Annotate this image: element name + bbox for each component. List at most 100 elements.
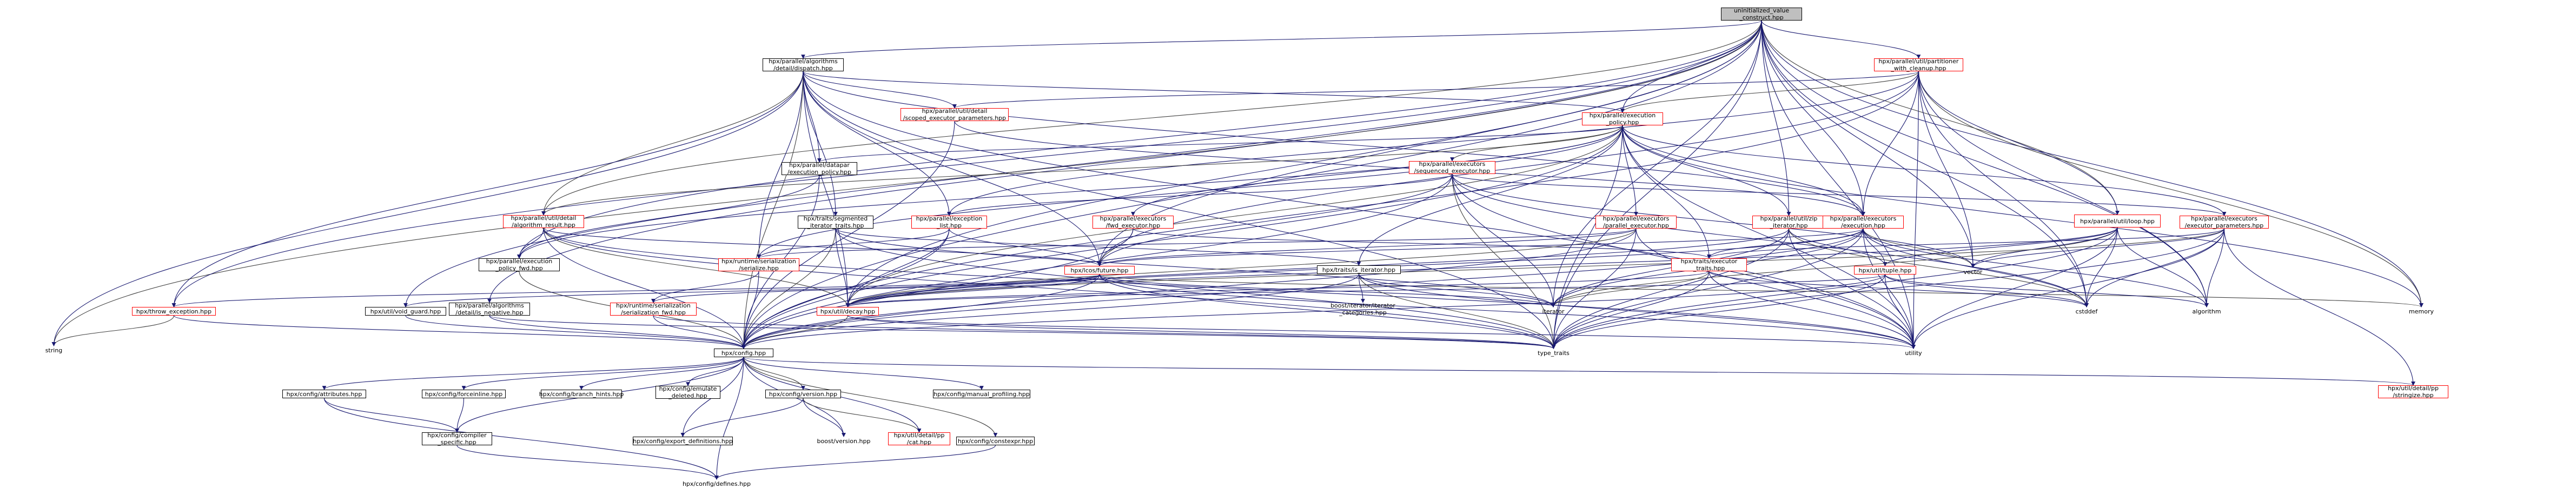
- node-exc-list[interactable]: hpx/parallel/exception _list.hpp: [911, 215, 987, 229]
- node-cfg-attributes[interactable]: hpx/config/attributes.hpp: [282, 390, 366, 398]
- node-zip-iter[interactable]: hpx/parallel/util/zip _iterator.hpp: [1752, 215, 1825, 229]
- edge-root-to-vector: [1761, 20, 1975, 268]
- edge-loop-to-tuple: [1883, 227, 2118, 266]
- node-algo-result[interactable]: hpx/parallel/util/detail /algorithm_resu…: [503, 215, 584, 229]
- node-segmented[interactable]: hpx/traits/segmented _iterator_traits.hp…: [798, 215, 873, 229]
- edge-lcos_future-to-utility: [1099, 274, 1916, 349]
- edge-dispatch-to-lcos_future: [803, 71, 1102, 266]
- edge-exec_policy-to-decay: [845, 125, 1623, 307]
- edge-cfg_version-to-boost_version: [803, 398, 846, 437]
- node-scoped-exec[interactable]: hpx/parallel/util/detail /scoped_executo…: [900, 108, 1009, 122]
- node-fwd-exec[interactable]: hpx/parallel/executors /fwd_executor.hpp: [1092, 215, 1174, 229]
- edge-par_exec-to-utility: [1635, 228, 1916, 349]
- edge-partitioner-to-memory: [1918, 71, 2423, 307]
- edge-fwd_exec-to-exec_traits: [1133, 228, 1711, 259]
- edge-seq_exec-to-exec_params: [1452, 173, 2227, 216]
- edge-seq_exec-to-vector: [1452, 173, 1975, 268]
- edge-tuple-to-decay: [846, 274, 1886, 307]
- node-exec-params[interactable]: hpx/parallel/executors /executor_paramet…: [2180, 215, 2269, 229]
- node-tuple[interactable]: hpx/util/tuple.hpp: [1854, 266, 1916, 275]
- node-cfg-export[interactable]: hpx/config/export_definitions.hpp: [633, 437, 733, 445]
- node-cfg-emulate[interactable]: hpx/config/emulate _deleted.hpp: [655, 385, 720, 399]
- node-exec-policy[interactable]: hpx/parallel/execution _policy.hpp: [1582, 112, 1663, 126]
- edge-cfg_version-to-pp_cat: [803, 398, 922, 433]
- edge-is_iterator-to-type_traits: [1358, 273, 1556, 349]
- node-pp-cat[interactable]: hpx/util/detail/pp /cat.hpp: [888, 432, 950, 446]
- edge-exec_params-to-stringize: [2223, 228, 2415, 386]
- edge-algo_result-to-utility: [543, 228, 1916, 349]
- edge-loop-to-utility: [1911, 227, 2118, 349]
- node-cfg-manual[interactable]: hpx/config/manual_profiling.hpp: [933, 390, 1030, 398]
- edge-dispatch-to-execution: [803, 71, 1865, 216]
- node-serialize[interactable]: hpx/runtime/serialization /serialize.hpp: [718, 258, 799, 272]
- edge-partitioner-to-loop: [1918, 71, 2120, 215]
- edge-exec_traits-to-iterator: [1551, 271, 1710, 307]
- edge-config-to-cfg_forceinline: [461, 357, 744, 390]
- edge-cfg_constexpr-to-cfg_defines: [714, 445, 996, 480]
- node-void-guard[interactable]: hpx/util/void_guard.hpp: [365, 307, 446, 316]
- node-exec-policy-fwd[interactable]: hpx/parallel/execution _policy_fwd.hpp: [479, 258, 560, 272]
- edge-root-to-exec_policy_fwd: [517, 20, 1762, 259]
- node-algorithm: algorithm: [2192, 307, 2221, 315]
- node-cfg-compiler[interactable]: hpx/config/compiler _specific.hpp: [422, 432, 492, 446]
- node-cfg-version[interactable]: hpx/config/version.hpp: [765, 390, 841, 398]
- edge-tuple-to-cstddef: [1884, 274, 2089, 307]
- edge-lcos_future-to-decay: [845, 274, 1100, 307]
- node-ser-fwd[interactable]: hpx/runtime/serialization /serialization…: [610, 302, 697, 316]
- edge-exec_policy-to-utility: [1622, 125, 1916, 349]
- node-cfg-forceinline[interactable]: hpx/config/forceinline.hpp: [422, 390, 506, 398]
- node-memory: memory: [2409, 307, 2434, 315]
- edge-execution-to-vector: [1863, 228, 1975, 268]
- edge-root-to-negative: [487, 20, 1762, 303]
- node-throw-exc[interactable]: hpx/throw_exception.hpp: [132, 307, 216, 316]
- edge-exec_params-to-exec_traits: [1707, 228, 2225, 259]
- edge-partitioner-to-lcos_future: [1097, 71, 1919, 266]
- edge-exec_policy-to-exec_policy_fwd_dt: [817, 125, 1623, 163]
- edge-exec_policy-to-algo_result: [541, 125, 1623, 216]
- edge-seq_exec-to-cstddef: [1452, 173, 2089, 307]
- edge-segmented-to-iterator: [835, 228, 1555, 307]
- edge-decay-to-type_traits: [847, 315, 1556, 349]
- edge-root-to-dispatch: [801, 20, 1762, 59]
- edge-lcos_future-to-throw_exc: [172, 274, 1100, 307]
- node-stringize[interactable]: hpx/util/detail/pp /stringize.hpp: [2378, 385, 2448, 399]
- edge-exec_traits-to-cstddef: [1708, 271, 2089, 307]
- node-negative[interactable]: hpx/parallel/algorithms /detail/is_negat…: [449, 302, 530, 316]
- node-is-iterator[interactable]: hpx/traits/is_iterator.hpp: [1317, 265, 1401, 274]
- node-decay[interactable]: hpx/util/decay.hpp: [817, 307, 879, 316]
- node-exec-traits[interactable]: hpx/traits/executor _traits.hpp: [1671, 258, 1747, 272]
- edge-tuple-to-type_traits: [1551, 274, 1886, 349]
- edge-cfg_compiler-to-cfg_defines: [456, 445, 719, 480]
- edge-exec_params-to-algorithm: [2204, 228, 2225, 307]
- edge-dispatch-to-scoped_exec: [803, 71, 957, 109]
- edge-execution-to-type_traits: [1551, 228, 1864, 349]
- edge-root-to-exec_policy: [1620, 20, 1762, 113]
- edge-config-to-cfg_branch: [579, 357, 744, 390]
- edge-dispatch-to-exec_policy: [803, 71, 1625, 113]
- node-exec-policy-fwd-dt[interactable]: hpx/parallel/datapar /execution_policy.h…: [782, 162, 857, 176]
- node-lcos-future[interactable]: hpx/lcos/future.hpp: [1064, 266, 1135, 275]
- node-config[interactable]: hpx/config.hpp: [714, 349, 773, 357]
- edge-tuple-to-utility: [1884, 274, 1916, 349]
- edge-dispatch-to-type_traits: [803, 71, 1556, 349]
- node-seq-exec[interactable]: hpx/parallel/executors /sequenced_execut…: [1409, 160, 1495, 175]
- node-execution[interactable]: hpx/parallel/executors /execution.hpp: [1823, 215, 1904, 229]
- edge-lcos_future-to-config: [741, 274, 1100, 349]
- edge-segmented-to-config: [741, 228, 836, 349]
- node-par-exec[interactable]: hpx/parallel/executors /parallel_executo…: [1595, 215, 1677, 229]
- edge-lcos_future-to-type_traits: [1099, 274, 1556, 349]
- node-loop[interactable]: hpx/parallel/util/loop.hpp: [2074, 215, 2161, 228]
- edge-root-to-partitioner: [1761, 20, 1921, 59]
- edge-algo_result-to-config: [543, 228, 746, 349]
- edge-partitioner-to-algorithm: [1918, 71, 2209, 307]
- edge-cfg_attributes-to-cfg_defines: [323, 398, 719, 480]
- edge-ser_fwd-to-config: [653, 315, 746, 349]
- node-cfg-constexpr[interactable]: hpx/config/constexpr.hpp: [956, 437, 1035, 445]
- node-dispatch[interactable]: hpx/parallel/algorithms /detail/dispatch…: [763, 58, 844, 72]
- node-partitioner[interactable]: hpx/parallel/util/partitioner _with_clea…: [1874, 58, 1963, 72]
- edge-partitioner-to-execution: [1861, 71, 1919, 216]
- edge-algo_result-to-type_traits: [543, 228, 1556, 349]
- edge-root-to-config: [741, 20, 1762, 349]
- node-cfg-branch[interactable]: hpx/config/branch_hints.hpp: [539, 390, 624, 398]
